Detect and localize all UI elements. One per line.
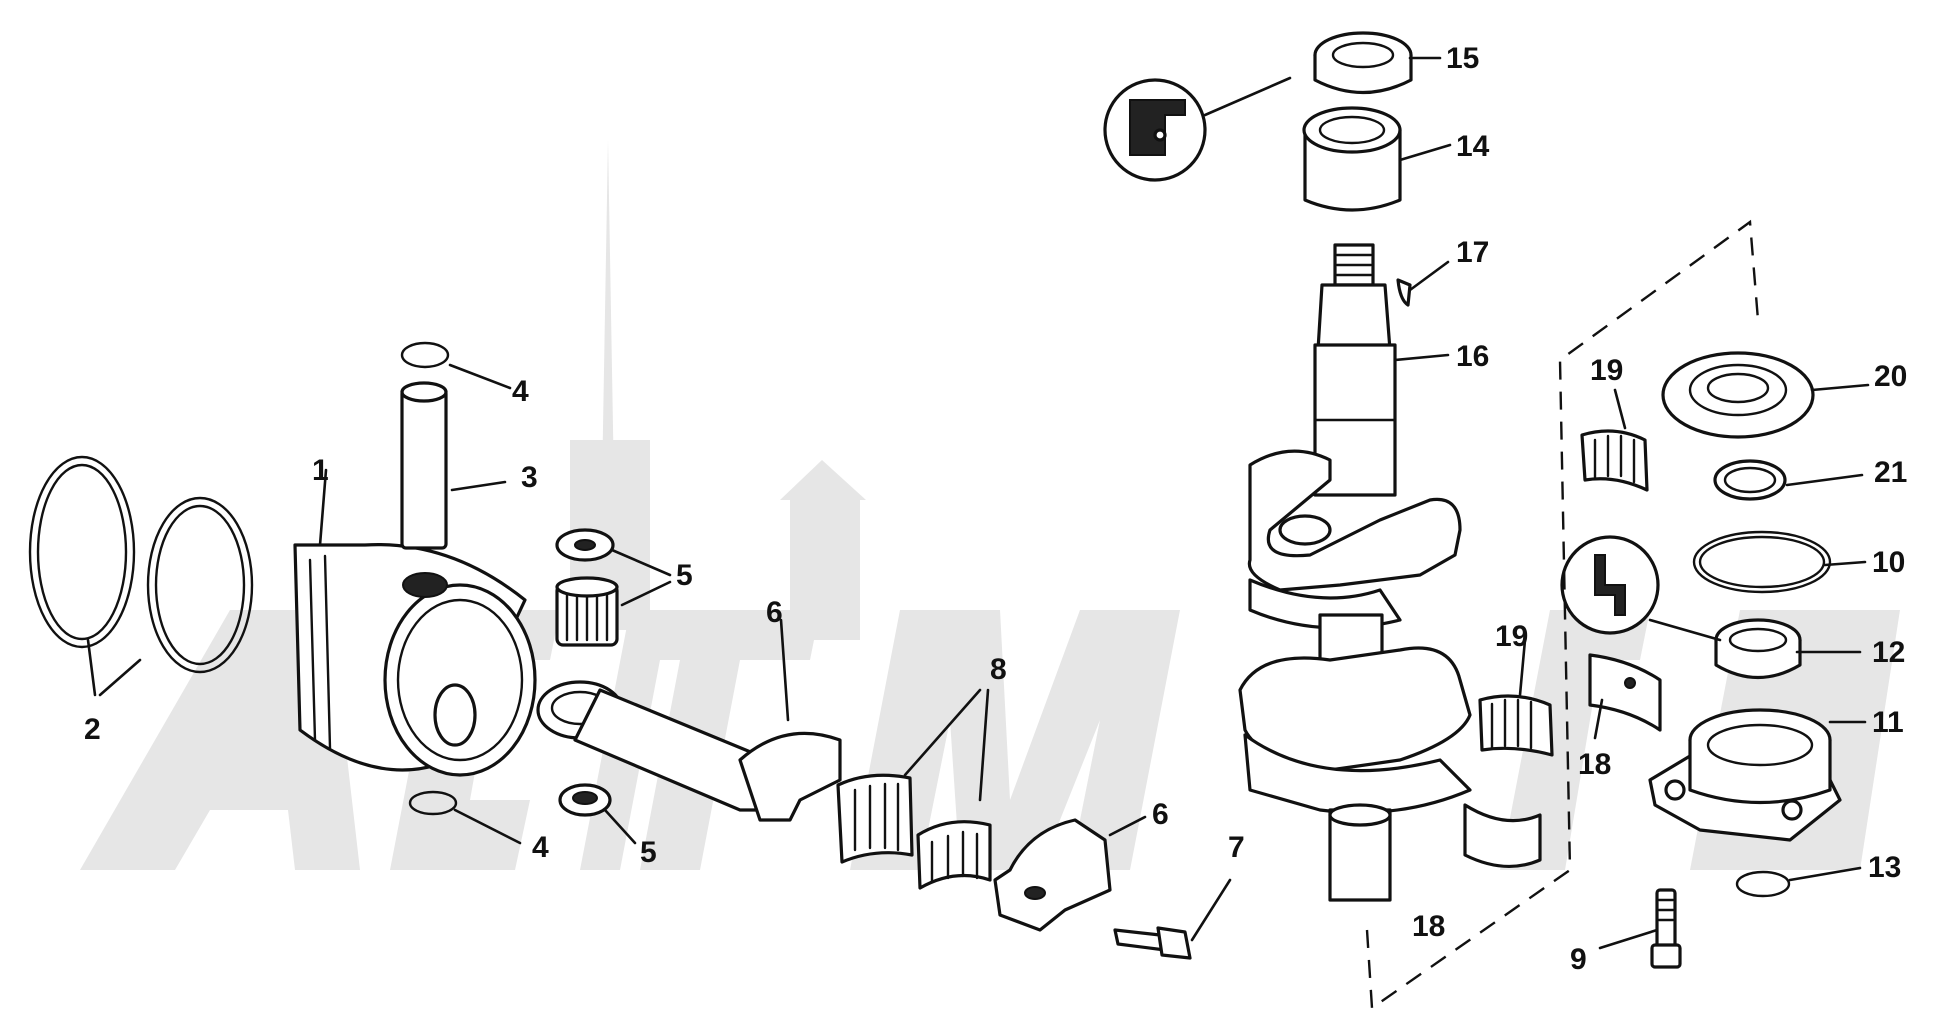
piston	[293, 543, 537, 777]
callout-3: 3	[521, 461, 538, 494]
rod-cap	[993, 818, 1112, 932]
needle-bearing-top	[1302, 106, 1402, 212]
callout-4-top: 4	[512, 375, 529, 408]
callout-5-top: 5	[676, 559, 693, 592]
assembly-outline	[1365, 219, 1760, 1011]
callout-6-rod: 6	[766, 596, 783, 629]
bearing-cage-lower	[916, 820, 992, 890]
callout-7: 7	[1228, 831, 1245, 864]
seal-lower-detail-inset	[1560, 535, 1660, 635]
callout-21: 21	[1874, 456, 1908, 489]
callout-11: 11	[1872, 706, 1904, 739]
callout-12: 12	[1872, 636, 1906, 669]
leader-lines	[86, 56, 1870, 950]
retaining-ring	[1713, 459, 1787, 501]
callout-8: 8	[990, 653, 1007, 686]
callout-18-right: 18	[1578, 748, 1612, 781]
ball-bearing	[1661, 351, 1815, 439]
o-ring	[1692, 530, 1832, 594]
callout-2: 2	[84, 713, 101, 746]
callout-13: 13	[1868, 851, 1902, 884]
woodruff-key	[1396, 278, 1412, 307]
callout-16: 16	[1456, 340, 1490, 373]
piston-pin	[400, 381, 448, 550]
connecting-rod	[536, 680, 842, 822]
bearing-liner-center	[1478, 694, 1554, 757]
bearing-housing	[1648, 708, 1842, 842]
callout-19-center: 19	[1495, 620, 1529, 653]
seal-top	[1313, 31, 1413, 94]
thrust-washer-top	[555, 528, 615, 562]
bearing-liner-upper-right	[1580, 429, 1649, 492]
callout-10: 10	[1872, 546, 1906, 579]
callout-15: 15	[1446, 42, 1480, 75]
callout-6-cap: 6	[1152, 798, 1169, 831]
callout-1: 1	[312, 454, 329, 487]
pin-clip-top	[400, 341, 450, 369]
rod-bolt	[1113, 926, 1192, 960]
seal-lower	[1714, 618, 1802, 680]
callout-20: 20	[1874, 360, 1908, 393]
callout-4-bottom: 4	[532, 831, 549, 864]
housing-bolt	[1650, 888, 1682, 969]
callout-9: 9	[1570, 943, 1587, 976]
thrust-washer-bottom	[558, 783, 612, 817]
bearing-half-shell	[1463, 803, 1542, 869]
callout-19-right: 19	[1590, 354, 1624, 387]
callout-17: 17	[1456, 236, 1490, 269]
seal-detail-inset	[1103, 78, 1207, 182]
callout-18-center: 18	[1412, 910, 1446, 943]
callout-14: 14	[1456, 130, 1490, 163]
bearing-cage-upper	[836, 773, 914, 864]
bearing-half-shell-right	[1588, 653, 1662, 732]
housing-o-ring	[1735, 870, 1791, 898]
needle-bearing-small	[555, 576, 619, 647]
callout-5-bottom: 5	[640, 836, 657, 869]
pin-clip-bottom	[408, 790, 458, 816]
crankshaft	[1238, 243, 1472, 902]
piston-rings	[28, 455, 254, 674]
